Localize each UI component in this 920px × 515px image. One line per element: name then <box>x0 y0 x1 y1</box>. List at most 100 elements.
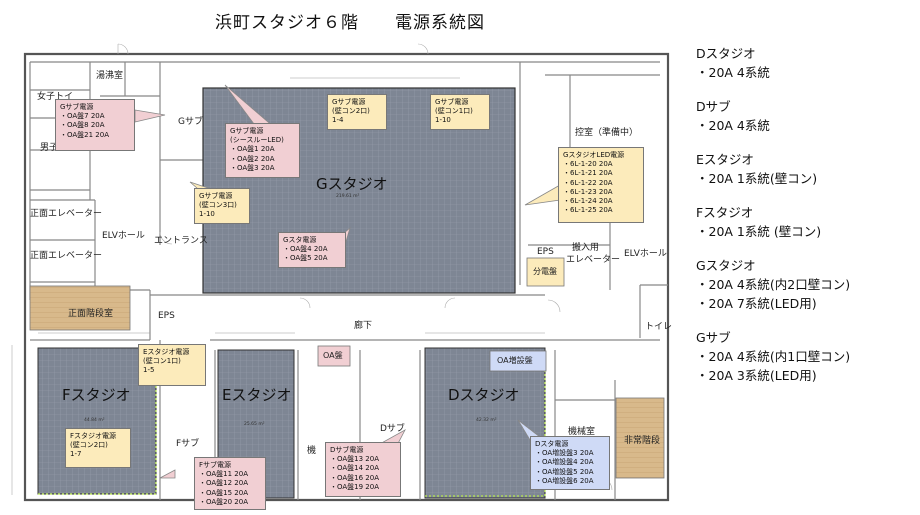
power-legend: Dスタジオ ・20A 4系統 Dサブ ・20A 4系統 Eスタジオ ・20A 1… <box>696 44 916 400</box>
kikai-short-label: 機 <box>307 446 317 456</box>
note-line: Gサブ電源 <box>199 192 233 200</box>
note-gsub-power: Gサブ電源・OA盤7 20A・OA盤8 20A・OA盤21 20A <box>55 99 135 151</box>
note-line: ・OA盤7 20A <box>60 112 105 121</box>
note-line: Fスタジオ電源 <box>70 432 117 440</box>
eps-right-label: EPS <box>537 247 554 257</box>
note-line: ・OA盤4 20A <box>283 245 328 254</box>
f-sub-label: Fサブ <box>176 439 200 449</box>
outer-walls <box>23 52 670 502</box>
note-line: ・OA盤16 20A <box>330 473 380 482</box>
note-line: 1-5 <box>143 366 155 375</box>
note-line: ・OA盤5 20A <box>283 254 328 263</box>
note-gsub-wall2: Gサブ電源(壁コン2口)1-4 <box>327 94 387 130</box>
note-line: Eスタジオ電源 <box>143 348 190 356</box>
oa-zosetsu-box <box>489 350 547 372</box>
legend-d-sub: Dサブ ・20A 4系統 <box>696 99 770 133</box>
note-line: (壁コン2口) <box>70 441 108 450</box>
note-line: Gサブ電源 <box>435 98 469 106</box>
legend-d-studio: Dスタジオ ・20A 4系統 <box>696 46 770 80</box>
g-studio-area: 219.61 m² <box>336 194 360 199</box>
shomen-elevator-label-2: 正面エレベーター <box>30 251 103 261</box>
note-esta-wall: Eスタジオ電源(壁コン1口)1-5 <box>138 344 206 386</box>
joshi-toilet-label: 女子トイ <box>37 92 74 102</box>
note-line: ・6L-1-20 20A <box>563 160 613 169</box>
note-dsub-power: Dサブ電源・OA盤13 20A・OA盤14 20A・OA盤16 20A・OA盤1… <box>325 442 401 497</box>
toilet-label: トイレ <box>645 322 673 332</box>
g-studio-label: Gスタジオ <box>316 175 388 193</box>
bunden-box <box>526 257 565 287</box>
note-line: (壁コン3口) <box>199 201 237 210</box>
yutoshitsu-label: 湯沸室 <box>96 71 124 81</box>
note-line: Gサブ電源 <box>60 103 94 111</box>
legend-g-studio: Gスタジオ ・20A 4系統(内2口壁コン) ・20A 7系統(LED用) <box>696 258 851 311</box>
g-sub-label: Gサブ <box>178 117 203 127</box>
bunden-label: 分電盤 <box>533 267 557 276</box>
hikae-label: 控室（準備中） <box>575 128 639 138</box>
note-line: ・OA盤3 20A <box>230 163 275 172</box>
page-title: 浜町スタジオ６階 電源系統図 <box>215 13 485 33</box>
note-line: ・OA増設盤5 20A <box>535 467 594 476</box>
note-dsta-power: Dスタ電源・OA増設盤3 20A・OA増設盤4 20A・OA増設盤5 20A・O… <box>530 436 610 490</box>
legend-f-studio: Fスタジオ ・20A 1系統 (壁コン) <box>696 205 822 239</box>
note-line: ・6L-1-22 20A <box>563 178 613 187</box>
note-fsta-wall: Fスタジオ電源(壁コン2口)1-7 <box>65 428 131 468</box>
note-line: ・OA盤1 20A <box>230 145 275 154</box>
note-line: Gサブ電源 <box>332 98 366 106</box>
note-line: (壁コン2口) <box>332 107 370 116</box>
note-line: Fサブ電源 <box>199 461 232 469</box>
f-studio-label: Fスタジオ <box>62 386 131 404</box>
note-gsub-wall3: Gサブ電源(壁コン3口)1-10 <box>194 188 250 224</box>
emergency-stair-floor <box>615 397 665 479</box>
legend-e-studio: Eスタジオ ・20A 1系統(壁コン) <box>696 152 818 186</box>
note-line: ・OA盤2 20A <box>230 154 275 163</box>
elv-hall-left-label: ELVホール <box>102 231 145 241</box>
note-line: ・OA盤11 20A <box>199 470 249 479</box>
note-line: ・OA増設盤6 20A <box>535 476 594 485</box>
note-gsta-led: GスタジオLED電源・6L-1-20 20A・6L-1-21 20A・6L-1-… <box>558 147 644 223</box>
note-line: Dスタ電源 <box>535 440 569 448</box>
note-line: (壁コン1口) <box>143 357 181 366</box>
d-studio-label: Dスタジオ <box>448 386 520 404</box>
note-line: GスタジオLED電源 <box>563 151 625 159</box>
hannyu-label: 搬入用 <box>572 243 600 253</box>
e-studio-label: Eスタジオ <box>222 386 292 404</box>
note-line: Dサブ電源 <box>330 446 364 454</box>
note-line: 1-10 <box>435 116 451 125</box>
note-line: ・6L-1-23 20A <box>563 187 613 196</box>
entrance-label: エントランス <box>154 236 208 246</box>
main-stair-floor <box>29 285 131 331</box>
note-line: Gスタ電源 <box>283 236 317 244</box>
oa-zosetsu-label: OA増設盤 <box>497 356 533 365</box>
note-line: ・OA盤15 20A <box>199 488 249 497</box>
note-line: ・OA盤20 20A <box>199 497 249 506</box>
hijo-kaidan-label: 非常階段 <box>624 436 661 446</box>
note-gsub-seamless: Gサブ電源(シースルーLED)・OA盤1 20A・OA盤2 20A・OA盤3 2… <box>225 123 300 178</box>
d-studio-area: 42.32 m² <box>476 418 497 423</box>
note-gsub-wall1: Gサブ電源(壁コン1口)1-10 <box>430 94 490 130</box>
note-line: ・OA盤8 20A <box>60 121 105 130</box>
note-line: ・OA盤13 20A <box>330 455 380 464</box>
note-line: 1-4 <box>332 116 344 125</box>
note-line: ・OA盤12 20A <box>199 479 249 488</box>
note-line: ・OA増設盤3 20A <box>535 449 594 458</box>
d-studio-floor <box>424 347 546 499</box>
f-studio-floor <box>37 347 157 495</box>
eps-left-label: EPS <box>158 311 175 321</box>
note-line: 1-7 <box>70 450 82 459</box>
oa-ban-label: OA盤 <box>323 351 343 360</box>
d-sub-label: Dサブ <box>380 424 405 434</box>
legend-g-sub: Gサブ ・20A 4系統(内1口壁コン) ・20A 3系統(LED用) <box>696 330 851 383</box>
elv-hall-right-label: ELVホール <box>624 249 667 259</box>
shomen-kaidan-label: 正面階段室 <box>68 309 114 319</box>
note-line: ・OA増設盤4 20A <box>535 458 594 467</box>
rouka-label: 廊下 <box>354 321 373 331</box>
note-line: ・OA盤14 20A <box>330 464 380 473</box>
note-line: ・OA盤19 20A <box>330 482 380 491</box>
note-gsta-power: Gスタ電源・OA盤4 20A・OA盤5 20A <box>278 232 346 268</box>
note-line: 1-10 <box>199 210 215 219</box>
hannyu-elevator-label: エレベーター <box>566 255 621 265</box>
kikai-label: 機械室 <box>568 427 596 437</box>
danshi-label: 男子 <box>40 143 59 153</box>
note-line: ・OA盤21 20A <box>60 130 110 139</box>
note-line: Gサブ電源 <box>230 127 264 135</box>
